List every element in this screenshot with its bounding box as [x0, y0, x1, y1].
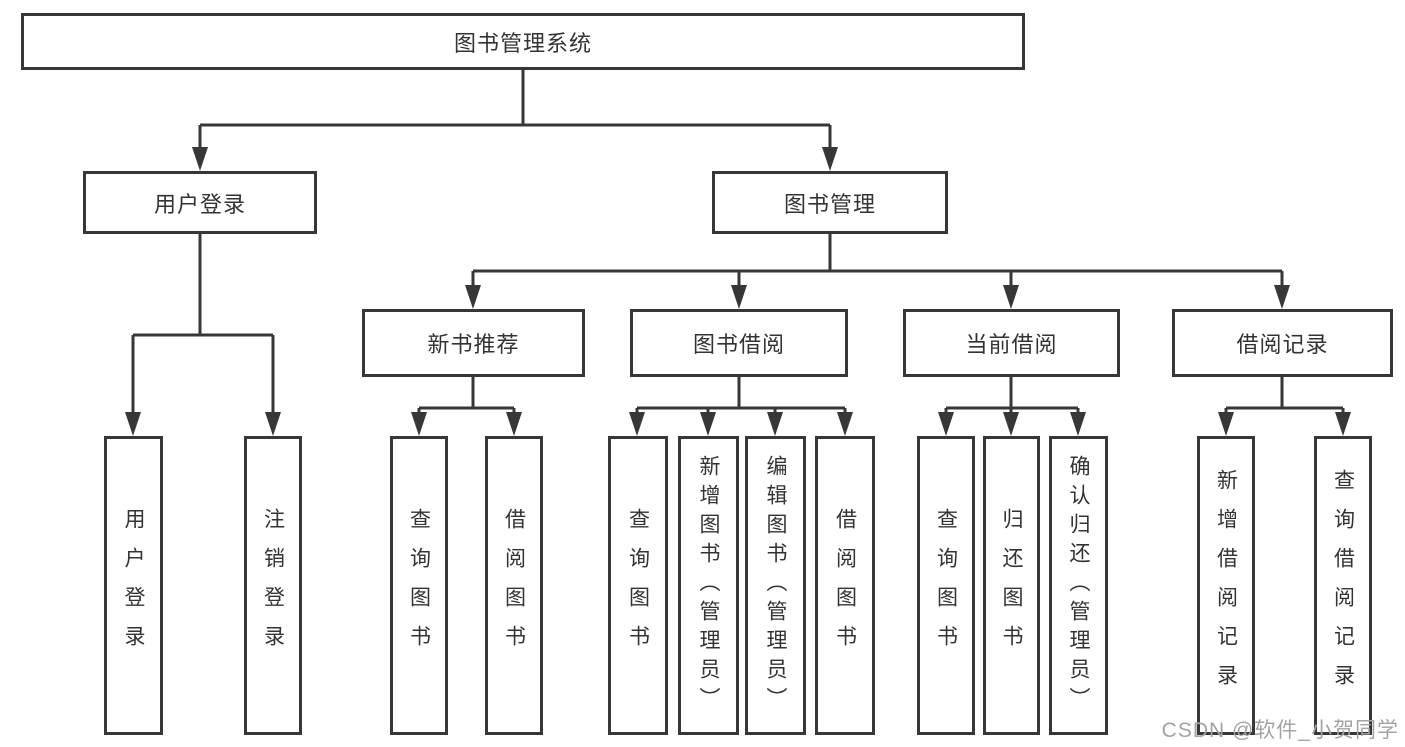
leaf-edit-books-admin-label: 编辑图书（管理员） — [764, 455, 787, 716]
leaf-return-books-label: 归还图书 — [1000, 507, 1023, 664]
node-book-borrow-label: 图书借阅 — [692, 332, 785, 357]
leaf-return-books: 归还图书 — [983, 436, 1040, 735]
node-user-login-label: 用户登录 — [153, 191, 246, 217]
leaf-edit-books-admin: 编辑图书（管理员） — [745, 436, 806, 735]
leaf-user-login-label: 用户登录 — [122, 507, 145, 664]
leaf-add-books-admin-label: 新增图书（管理员） — [697, 455, 720, 716]
leaf-logout-label: 注销登录 — [261, 507, 285, 664]
leaf-borrow-books-recommend: 借阅图书 — [485, 436, 543, 735]
leaf-add-borrow-record-label: 新增借阅记录 — [1214, 468, 1238, 703]
leaf-query-books-borrow-label: 查询图书 — [626, 507, 650, 664]
node-current-borrow-label: 当前借阅 — [965, 332, 1058, 357]
leaf-query-books-current-label: 查询图书 — [934, 507, 958, 664]
node-current-borrow: 当前借阅 — [903, 309, 1120, 377]
leaf-confirm-return-admin-label: 确认归还（管理员） — [1067, 455, 1090, 716]
node-book-management: 图书管理 — [712, 171, 948, 234]
leaf-user-login: 用户登录 — [104, 436, 163, 735]
node-book-borrow: 图书借阅 — [630, 309, 848, 377]
leaf-logout: 注销登录 — [244, 436, 302, 735]
leaf-add-books-admin: 新增图书（管理员） — [678, 436, 739, 735]
leaf-query-borrow-record-label: 查询借阅记录 — [1331, 468, 1355, 703]
leaf-query-books-recommend: 查询图书 — [390, 436, 448, 735]
watermark: CSDN @软件_小贺同学 — [1161, 719, 1399, 742]
node-new-book-recommend: 新书推荐 — [362, 309, 585, 377]
leaf-borrow-books-label: 借阅图书 — [833, 507, 857, 664]
node-root-label: 图书管理系统 — [453, 30, 592, 56]
leaf-query-books-borrow: 查询图书 — [608, 436, 668, 735]
node-book-management-label: 图书管理 — [783, 191, 876, 217]
leaf-add-borrow-record: 新增借阅记录 — [1197, 436, 1255, 735]
leaf-query-books-current: 查询图书 — [917, 436, 975, 735]
leaf-query-books-recommend-label: 查询图书 — [407, 507, 431, 664]
node-user-login: 用户登录 — [83, 171, 317, 234]
leaf-borrow-books: 借阅图书 — [815, 436, 875, 735]
leaf-query-borrow-record: 查询借阅记录 — [1314, 436, 1372, 735]
leaf-confirm-return-admin: 确认归还（管理员） — [1049, 436, 1108, 735]
node-root: 图书管理系统 — [21, 13, 1025, 70]
node-borrow-records: 借阅记录 — [1172, 309, 1393, 377]
leaf-borrow-books-recommend-label: 借阅图书 — [502, 507, 526, 664]
node-borrow-records-label: 借阅记录 — [1236, 332, 1329, 357]
node-new-book-recommend-label: 新书推荐 — [427, 332, 520, 357]
